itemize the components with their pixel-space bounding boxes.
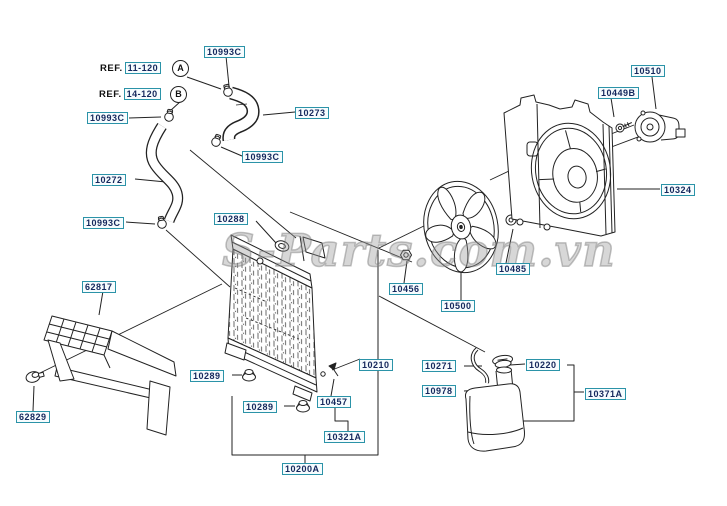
part-label-10272[interactable]: 10272 <box>92 174 126 186</box>
leader-lines <box>33 56 660 463</box>
motor-drawing <box>635 111 685 142</box>
drain-plug-icon <box>321 363 338 376</box>
part-label-10993c-left[interactable]: 10993C <box>87 112 128 124</box>
part-label-10271[interactable]: 10271 <box>422 360 456 372</box>
ref-note-b: REF. 14-120 <box>99 88 161 100</box>
plug-icon <box>25 369 45 384</box>
grommet-icons <box>243 370 310 413</box>
part-label-10978[interactable]: 10978 <box>422 385 456 397</box>
nut-icon <box>401 250 412 260</box>
radiator-drawing <box>225 235 325 401</box>
fan-drawing <box>414 174 506 280</box>
part-label-10220[interactable]: 10220 <box>526 359 560 371</box>
ref-note-a: REF. 11-120 <box>100 62 162 74</box>
part-label-10485[interactable]: 10485 <box>496 263 530 275</box>
part-label-10210[interactable]: 10210 <box>359 359 393 371</box>
part-label-62817[interactable]: 62817 <box>82 281 116 293</box>
part-label-10289-a[interactable]: 10289 <box>190 370 224 382</box>
part-label-10510[interactable]: 10510 <box>631 65 665 77</box>
ref-link-11-120[interactable]: 11-120 <box>124 62 162 74</box>
part-label-10321a[interactable]: 10321A <box>324 431 365 443</box>
part-label-10456[interactable]: 10456 <box>389 283 423 295</box>
part-label-62829[interactable]: 62829 <box>16 411 50 423</box>
part-label-10200a[interactable]: 10200A <box>282 463 323 475</box>
part-label-10288[interactable]: 10288 <box>214 213 248 225</box>
lower-hose-drawing <box>151 126 177 221</box>
upper-hose-drawing <box>229 93 253 140</box>
part-label-10289-b[interactable]: 10289 <box>243 401 277 413</box>
part-label-10324[interactable]: 10324 <box>661 184 695 196</box>
shroud-drawing <box>504 95 618 236</box>
ref-prefix: REF. <box>99 88 122 100</box>
part-label-10500[interactable]: 10500 <box>441 300 475 312</box>
deflector-drawing <box>44 316 176 435</box>
reservoir-drawing <box>465 349 524 451</box>
view-circle-a: A <box>172 60 189 77</box>
bolt-icon-10449b <box>615 119 634 133</box>
view-circle-b: B <box>170 86 187 103</box>
part-label-10457[interactable]: 10457 <box>317 396 351 408</box>
hose-clamp-icons <box>156 84 233 229</box>
part-label-10993c-lower[interactable]: 10993C <box>83 217 124 229</box>
part-label-10371a[interactable]: 10371A <box>585 388 626 400</box>
part-label-10273[interactable]: 10273 <box>295 107 329 119</box>
ref-prefix: REF. <box>100 62 123 74</box>
part-label-10993c-mid[interactable]: 10993C <box>242 151 283 163</box>
ref-link-14-120[interactable]: 14-120 <box>123 88 161 100</box>
part-label-10993c-top[interactable]: 10993C <box>204 46 245 58</box>
part-label-10449b[interactable]: 10449B <box>598 87 639 99</box>
